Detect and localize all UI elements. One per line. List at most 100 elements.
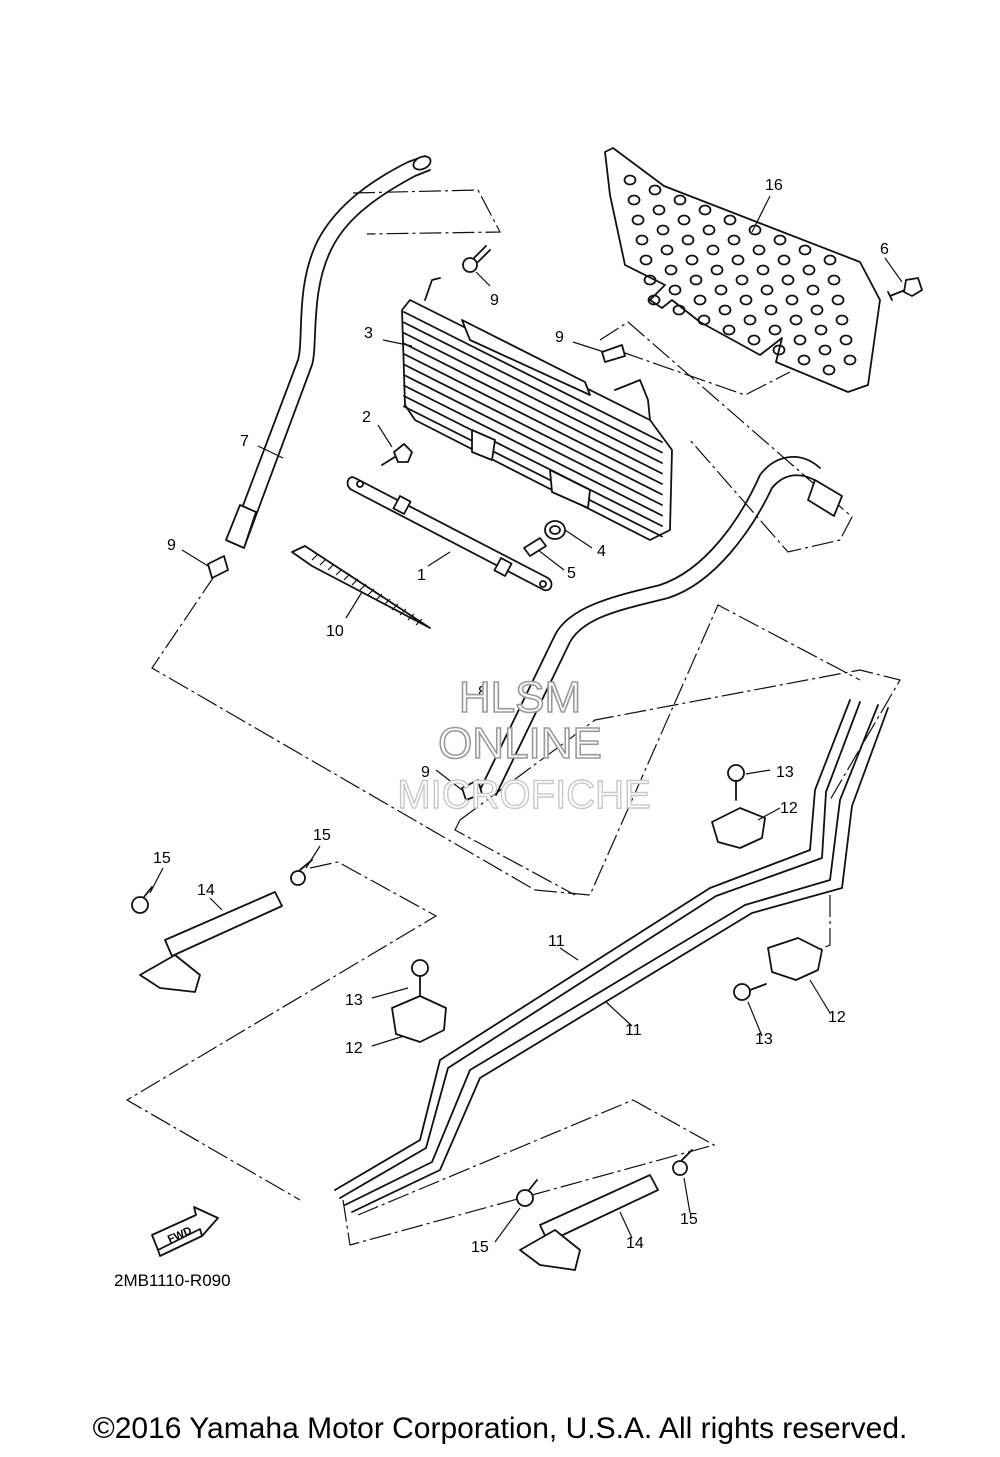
tie-tooth [343, 573, 351, 581]
bolt-13-c[interactable] [733, 983, 767, 1001]
watermark-line-2: ONLINE [438, 719, 602, 768]
reference-lines [125, 189, 901, 1246]
tie-tooth [359, 583, 367, 591]
guard-plate-16[interactable] [604, 147, 881, 393]
bolt-13-b[interactable] [411, 959, 429, 996]
hose-14-right[interactable] [519, 1174, 659, 1271]
plate-hole [768, 324, 782, 336]
callout-15c: 15 [471, 1239, 489, 1256]
callout-15b: 15 [153, 850, 171, 867]
plate-hole [697, 314, 711, 326]
hose-clamp-15-d[interactable] [516, 1179, 538, 1207]
hose-8[interactable] [479, 456, 843, 796]
plate-hole [822, 364, 836, 376]
watermark-line-3: MICROFICHE [397, 773, 650, 817]
plate-hole [660, 244, 674, 256]
hose-clamp-15-b[interactable] [131, 886, 153, 914]
plate-hole [735, 274, 749, 286]
plate-hole [722, 324, 736, 336]
grommet-4[interactable] [544, 520, 566, 540]
tie-tooth [399, 608, 407, 616]
callout-14b: 14 [626, 1235, 644, 1252]
plate-hole [764, 304, 778, 316]
cable-tie-10[interactable] [291, 545, 431, 629]
plate-hole [827, 274, 841, 286]
pipe-clamp-12-b[interactable] [391, 995, 447, 1043]
tie-tooth [391, 603, 399, 611]
tie-tooth [327, 563, 335, 571]
plate-hole [693, 294, 707, 306]
callout-2: 2 [362, 409, 371, 426]
plate-hole [839, 334, 853, 346]
hose-clamp-15-c[interactable] [672, 1149, 693, 1176]
tie-tooth [415, 618, 423, 626]
oil-cooler-3[interactable] [401, 277, 673, 541]
callout-6: 6 [880, 241, 889, 258]
tie-tooth [367, 588, 375, 596]
plate-hole [672, 304, 686, 316]
bolt-13-a[interactable] [727, 764, 745, 801]
oil-pipe-11-upper[interactable] [334, 699, 861, 1199]
callout-1: 1 [417, 567, 426, 584]
callout-9c: 9 [167, 537, 176, 554]
callout-12b: 12 [345, 1040, 363, 1057]
plate-hole [648, 184, 662, 196]
plate-hole [643, 274, 657, 286]
cooler-fin [403, 311, 663, 443]
plate-hole [785, 294, 799, 306]
callout-13a: 13 [776, 764, 794, 781]
plate-hole [781, 274, 795, 286]
plate-hole [727, 234, 741, 246]
plate-hole [835, 314, 849, 326]
watermark-line-1: HLSM [459, 673, 581, 722]
callout-8: 8 [478, 684, 487, 701]
bracket-1[interactable] [346, 476, 553, 592]
hose-14-left[interactable] [139, 891, 283, 993]
plate-hole [673, 194, 687, 206]
callout-15a: 15 [313, 827, 331, 844]
tie-tooth [335, 568, 343, 576]
callout-10: 10 [326, 623, 344, 640]
plate-hole [656, 224, 670, 236]
pipe-clamp-12-c[interactable] [767, 937, 823, 981]
clamp-9-middle[interactable] [601, 344, 626, 363]
cooler-fin [403, 342, 663, 475]
plate-hole [723, 214, 737, 226]
collar-5[interactable] [523, 537, 547, 557]
callout-16: 16 [765, 177, 783, 194]
callout-13b: 13 [345, 992, 363, 1009]
tie-tooth [351, 578, 359, 586]
plate-hole [843, 354, 857, 366]
cooler-fin [403, 332, 663, 464]
diagram-code: 2MB1110-R090 [114, 1271, 231, 1290]
clamp-9-top[interactable] [462, 245, 491, 273]
callout-13c: 13 [755, 1031, 773, 1048]
plate-hole [652, 204, 666, 216]
cooler-fin [403, 363, 663, 496]
cooler-fin [403, 395, 663, 527]
tie-tooth [407, 613, 415, 621]
clamp-9-left[interactable] [207, 555, 229, 579]
plate-hole [739, 294, 753, 306]
clamp-9-lower[interactable] [461, 779, 483, 801]
cooler-fin [403, 353, 663, 485]
pipe-clamp-12-a[interactable] [711, 807, 766, 849]
oil-pipe-11-lower[interactable] [344, 704, 889, 1213]
plate-hole [731, 254, 745, 266]
plate-hole [793, 334, 807, 346]
plate-hole [647, 294, 661, 306]
callout-4: 4 [597, 543, 606, 560]
plate-hole [706, 244, 720, 256]
cooler-fin [403, 405, 663, 538]
hose-7[interactable] [225, 154, 433, 549]
plate-hole [777, 254, 791, 266]
callout-5: 5 [567, 565, 576, 582]
bolt-6[interactable] [887, 277, 923, 301]
callout-14a: 14 [197, 882, 215, 899]
bolt-2[interactable] [381, 443, 413, 466]
cooler-fin [403, 384, 663, 517]
callout-11a: 11 [548, 933, 565, 950]
plate-hole [798, 244, 812, 256]
plate-hole [760, 284, 774, 296]
callout-numbers: 16 6 9 3 9 7 2 9 1 4 5 10 8 9 13 12 15 1… [153, 177, 889, 1256]
